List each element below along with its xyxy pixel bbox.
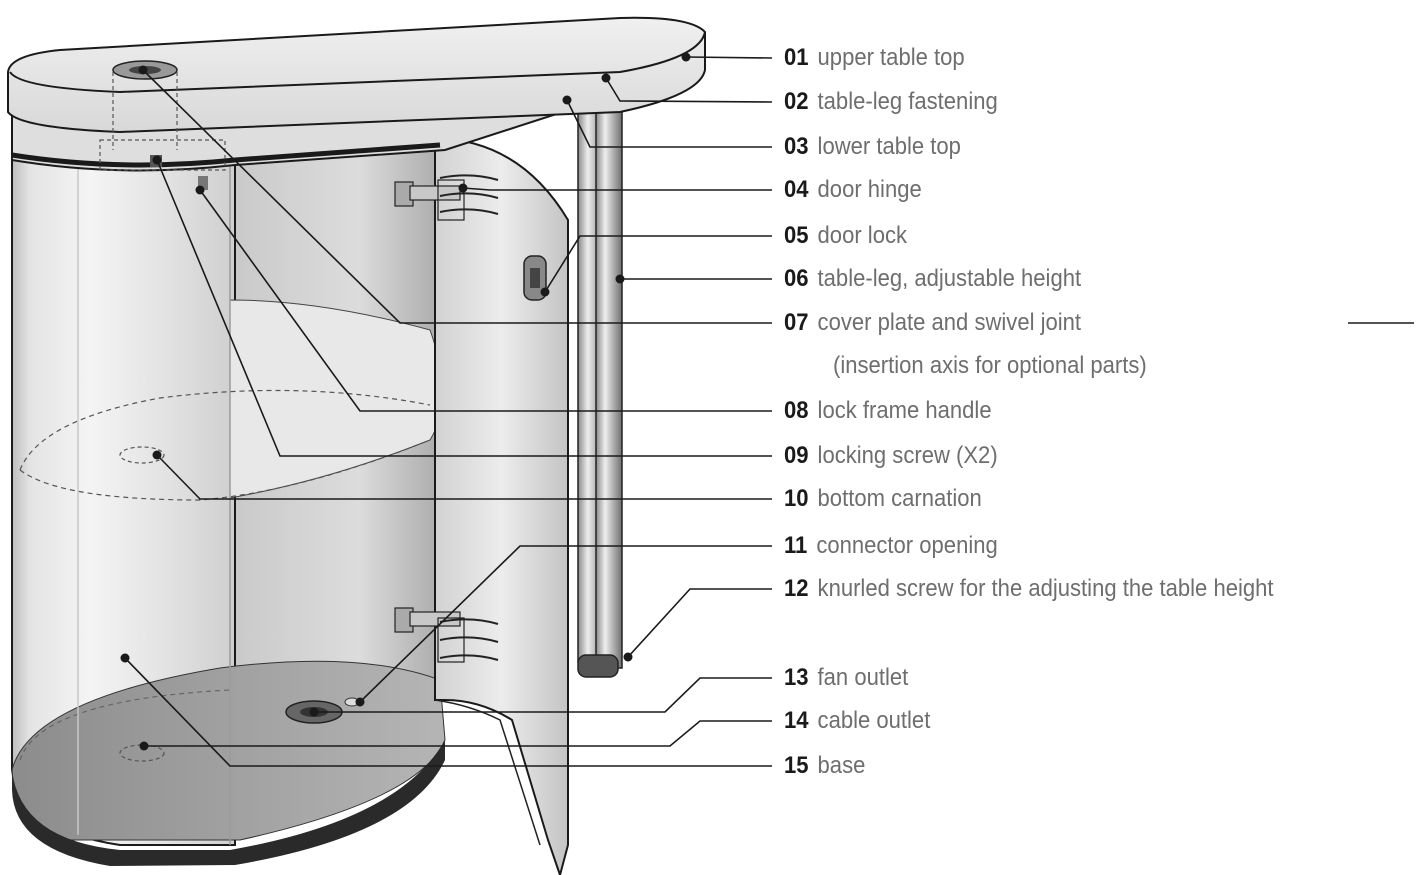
leader-dot-01 <box>681 52 691 62</box>
label-number: 13 <box>784 664 809 691</box>
label-number: 10 <box>784 485 809 512</box>
label-number: 07 <box>784 309 809 336</box>
label-text: knurled screw for the adjusting the tabl… <box>817 575 1274 602</box>
leader-line-14 <box>144 720 772 747</box>
label-text: upper table top <box>817 44 965 71</box>
label-09: 09 locking screw (X2) <box>784 441 998 471</box>
label-02: 02 table-leg fastening <box>784 87 998 117</box>
label-number: 14 <box>784 707 809 734</box>
leader-dot-03 <box>562 95 572 105</box>
table-leg <box>577 77 623 678</box>
label-text: table-leg fastening <box>817 88 998 115</box>
cabinet-door <box>434 136 569 875</box>
label-number: 05 <box>784 222 809 249</box>
leader-line-13 <box>314 677 772 713</box>
leader-line-03 <box>566 99 772 148</box>
leader-line-12 <box>627 588 772 658</box>
leader-line-04 <box>462 187 772 191</box>
leader-dot-04 <box>458 183 468 193</box>
label-07-line2: (insertion axis for optional parts) <box>833 352 1147 379</box>
leader-line-01 <box>685 56 773 59</box>
leader-dot-07 <box>138 65 148 75</box>
label-05: 05 door lock <box>784 221 907 251</box>
label-number: 02 <box>784 88 809 115</box>
label-number: 03 <box>784 133 809 160</box>
leader-dot-02 <box>601 73 611 83</box>
label-number: 04 <box>784 176 809 203</box>
label-text: bottom carnation <box>817 485 982 512</box>
label-text: cable outlet <box>817 707 931 734</box>
leader-dot-13 <box>309 707 319 717</box>
door-hinge-lower <box>394 607 499 663</box>
label-11: 11 connector opening <box>784 531 998 561</box>
label-13: 13 fan outlet <box>784 663 908 693</box>
label-03: 03 lower table top <box>784 132 961 162</box>
leader-line-05 <box>544 235 772 293</box>
cabinet-body <box>11 134 446 866</box>
label-number: 09 <box>784 442 809 469</box>
leader-line-08 <box>199 189 772 412</box>
leader-dot-11 <box>355 697 365 707</box>
label-text: base <box>817 752 866 779</box>
label-10: 10 bottom carnation <box>784 484 982 514</box>
label-text: door lock <box>817 222 908 249</box>
label-number: 01 <box>784 44 809 71</box>
leader-line-07 <box>142 69 772 324</box>
leader-lines <box>120 52 1414 767</box>
label-04: 04 door hinge <box>784 175 922 205</box>
label-14: 14 cable outlet <box>784 706 930 736</box>
label-number: 12 <box>784 575 809 602</box>
label-text: lock frame handle <box>817 397 992 424</box>
label-text: cover plate and swivel joint <box>817 309 1082 336</box>
label-text: table-leg, adjustable height <box>817 265 1082 292</box>
label-number: 11 <box>784 532 808 559</box>
label-number: 08 <box>784 397 809 424</box>
label-text: locking screw (X2) <box>817 442 998 469</box>
leader-dot-06 <box>615 274 625 284</box>
label-number: 15 <box>784 752 809 779</box>
leader-line-09 <box>156 159 772 457</box>
label-number: 06 <box>784 265 809 292</box>
label-12: 12 knurled screw for the adjusting the ta… <box>784 574 1274 604</box>
leader-line-10 <box>156 454 772 500</box>
leader-dot-15 <box>120 653 130 663</box>
leader-dot-09 <box>152 155 162 165</box>
label-07: 07 cover plate and swivel joint <box>784 308 1081 338</box>
leader-dot-08 <box>195 185 205 195</box>
label-text: connector opening <box>816 532 998 559</box>
leader-dot-10 <box>152 450 162 460</box>
label-01: 01 upper table top <box>784 43 965 73</box>
leader-line-11 <box>359 545 772 703</box>
label-08: 08 lock frame handle <box>784 396 992 426</box>
label-text: door hinge <box>817 176 922 203</box>
label-text: fan outlet <box>817 664 909 691</box>
leader-dot-05 <box>540 287 550 297</box>
leader-line-15 <box>124 657 772 767</box>
door-hinge-upper <box>394 174 499 221</box>
label-06: 06 table-leg, adjustable height <box>784 264 1081 294</box>
leader-dot-12 <box>623 652 633 662</box>
label-text: lower table top <box>817 133 961 160</box>
leader-line-02 <box>605 77 773 103</box>
label-15: 15 base <box>784 751 865 781</box>
leader-dot-14 <box>139 741 149 751</box>
